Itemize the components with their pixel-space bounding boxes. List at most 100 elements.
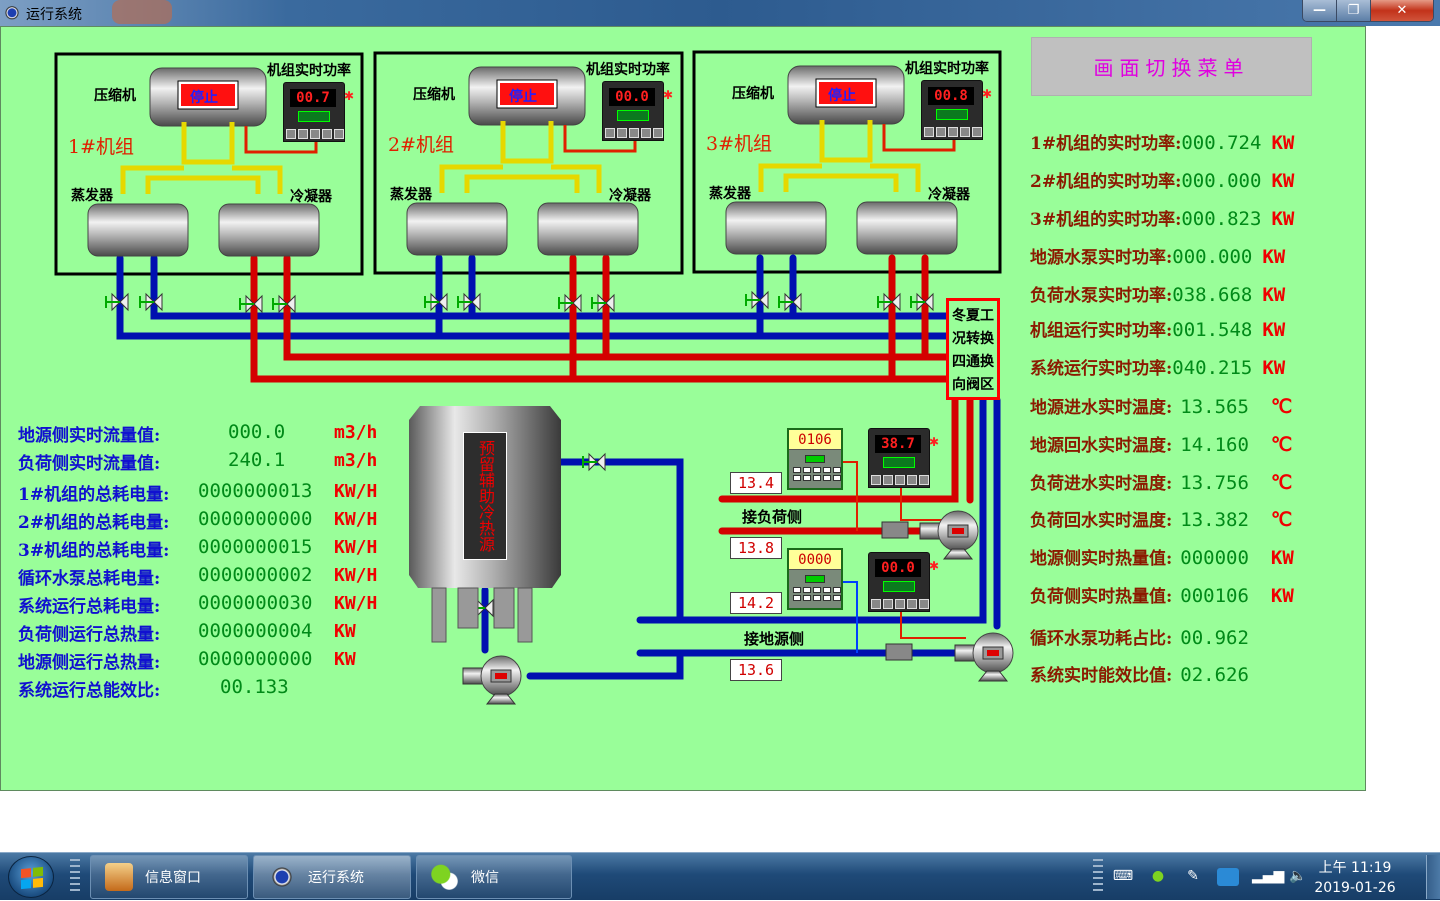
unit-1-power-meter: 00.7✱ (283, 82, 354, 142)
stat-value: 00.133 (220, 676, 289, 698)
stat-value: 040.215 (1172, 357, 1253, 379)
stat-unit: KW (1262, 246, 1286, 268)
load-supply-temp: 13.4 (730, 472, 782, 494)
unit-1-frame (54, 52, 364, 276)
unit-2-frame (373, 51, 684, 275)
maximize-button[interactable]: ❐ (1337, 0, 1371, 21)
stat-value: 000.724 (1181, 132, 1262, 154)
load-pump-power-meter: 38.7✱ (868, 428, 939, 488)
stat-label: 地源回水实时温度: (1030, 436, 1173, 456)
stat-value: 0000000013 (198, 480, 313, 502)
stat-unit: KW (1262, 284, 1286, 306)
clock[interactable]: 上午 11:19 2019-01-26 (1300, 858, 1410, 898)
stat-unit: ℃ (1270, 472, 1293, 494)
stat-label: 系统运行总能效比: (18, 681, 161, 701)
stat-label: 3#机组的实时功率: (1030, 210, 1182, 230)
show-desktop-button[interactable] (1426, 855, 1440, 899)
stat-unit: ℃ (1270, 396, 1293, 418)
stat-row: 地源进水实时温度:13.565℃ (1030, 393, 1292, 418)
stat-label: 循环水泵总耗电量: (18, 569, 161, 589)
stat-value: 240.1 (228, 449, 286, 471)
stat-unit: KW (334, 621, 356, 642)
stat-row: 系统运行总能效比: 00.133 (18, 676, 289, 701)
stat-label: 循环水泵功耗占比: (1030, 629, 1173, 649)
taskbar-item-label: 信息窗口 (145, 870, 201, 886)
stat-label: 负荷侧实时热量值: (1030, 587, 1173, 607)
system-tray: ⌨ ● ✎ ▂▄▆ 🔈 (1112, 853, 1322, 901)
start-button[interactable] (8, 856, 54, 898)
stat-label: 1#机组的总耗电量: (18, 485, 170, 505)
taskbar-item-wechat[interactable]: 微信 (416, 855, 572, 899)
unit-1-compressor-status[interactable]: 停止 (190, 90, 218, 106)
stat-value: 000.823 (1181, 208, 1262, 230)
stat-label: 2#机组的实时功率: (1030, 172, 1182, 192)
screen-switch-menu-button[interactable]: 画面切换菜单 (1031, 37, 1312, 96)
unit-2-evaporator-label: 蒸发器 (390, 187, 432, 203)
stat-label: 负荷进水实时温度: (1030, 474, 1173, 494)
unit-2-compressor-status[interactable]: 停止 (509, 89, 537, 105)
stat-unit: KW (1271, 170, 1295, 192)
tray-grip[interactable] (1093, 859, 1103, 895)
unit-1-name: 1#机组 (68, 136, 135, 158)
stat-label: 地源侧运行总热量: (18, 653, 161, 673)
ground-pump-power-value: 00.0 (875, 559, 921, 577)
volume-icon[interactable]: 🔈 (1289, 868, 1307, 884)
unit-3-meter-title: 机组实时功率 (905, 61, 989, 77)
stat-value: 0000000000 (198, 648, 313, 670)
close-button[interactable]: ✕ (1371, 0, 1433, 21)
stat-unit: KW (1271, 132, 1295, 154)
stat-row: 地源侧运行总热量: 0000000000 KW (18, 648, 356, 673)
stat-value: 02.626 (1180, 664, 1249, 686)
windows-logo-icon (21, 866, 43, 890)
stat-label: 负荷回水实时温度: (1030, 511, 1173, 531)
ground-side-label: 接地源侧 (744, 630, 805, 648)
stat-value: 000.000 (1181, 170, 1262, 192)
stat-label: 负荷水泵实时功率: (1030, 286, 1173, 306)
intel-icon[interactable] (1217, 868, 1239, 886)
stat-row: 负荷进水实时温度:13.756℃ (1030, 469, 1292, 494)
stat-value: 13.382 (1180, 509, 1249, 531)
unit-3-frame (692, 50, 1002, 274)
stat-value: 038.668 (1172, 284, 1253, 306)
unit-equipment (87, 65, 958, 257)
window-title: 运行系统 (26, 7, 82, 23)
unit-1-compressor-label: 压缩机 (94, 88, 136, 104)
stat-label: 地源侧实时热量值: (1030, 549, 1173, 569)
stat-unit: KW (1271, 208, 1295, 230)
taskbar-item-info-window[interactable]: 信息窗口 (90, 855, 248, 899)
unit-1-meter-title: 机组实时功率 (267, 63, 351, 79)
window-titlebar[interactable]: 运行系统 — ❐ ✕ (0, 0, 1440, 26)
stat-label: 地源水泵实时功率: (1030, 248, 1173, 268)
network-tool-icon[interactable]: ✎ (1187, 868, 1199, 884)
unit-3-compressor-status[interactable]: 停止 (828, 88, 856, 104)
stat-label: 3#机组的总耗电量: (18, 541, 170, 561)
minimize-button[interactable]: — (1303, 0, 1337, 21)
stat-row: 系统实时能效比值:02.626 (1030, 661, 1259, 686)
wechat-tray-icon[interactable]: ● (1151, 868, 1165, 884)
stat-label: 地源进水实时温度: (1030, 398, 1173, 418)
clock-time: 上午 11:19 (1318, 860, 1392, 876)
valve-zone-line-2: 况转换 (952, 330, 994, 347)
stat-unit: KW (1262, 357, 1286, 379)
stat-label: 系统运行实时功率: (1030, 359, 1173, 379)
stat-unit: KW/H (334, 537, 378, 558)
tank-label: 预留辅助冷热源 (463, 432, 507, 560)
stat-row: 系统运行实时功率:040.215 KW (1030, 354, 1285, 379)
stat-label: 机组运行实时功率: (1030, 321, 1173, 341)
keyboard-icon[interactable]: ⌨ (1112, 868, 1134, 884)
load-pump-power-value: 38.7 (875, 435, 921, 453)
stat-unit: KW (334, 649, 356, 670)
four-way-valve-zone[interactable]: 冬夏工 况转换 四通换 向阀区 (946, 298, 1000, 400)
stat-row: 3#机组的实时功率:000.823 KW (1030, 205, 1294, 230)
taskbar-item-runtime[interactable]: 运行系统 (253, 855, 411, 899)
taskbar-grip[interactable] (70, 859, 80, 895)
titlebar-decoration (112, 0, 172, 24)
signal-icon[interactable]: ▂▄▆ (1252, 868, 1285, 884)
valve-zone-line-3: 四通换 (952, 353, 994, 370)
